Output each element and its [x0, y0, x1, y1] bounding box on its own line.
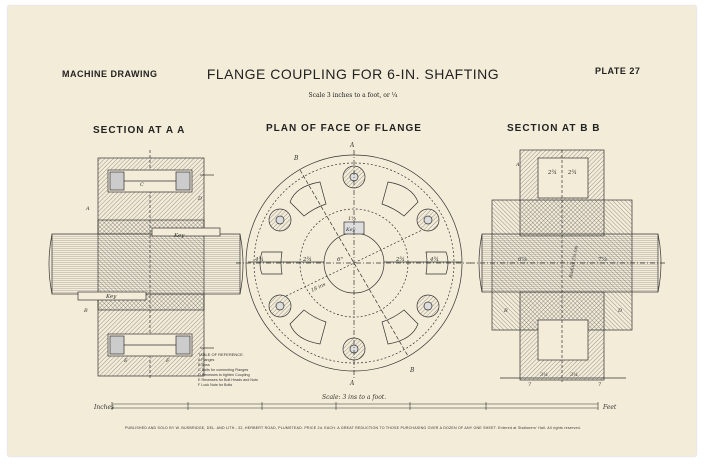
bb-letter-a: A — [515, 162, 520, 168]
bb-dim-top-left: 2¾ — [547, 169, 557, 176]
face-letter-a-bottom: A — [349, 380, 355, 387]
face-dim-left2: 2¾ — [302, 256, 312, 263]
publisher-footer: PUBLISHED AND SOLD BY W. BUSBRIDGE, DEL.… — [124, 426, 582, 430]
bb-letter-b: B — [503, 308, 508, 314]
face-key-label: Key — [345, 227, 356, 233]
bb-dim-bottom-right: 3¼ — [570, 371, 578, 378]
bb-dim-base-right: 7 — [598, 382, 602, 388]
face-plan-title: PLAN OF FACE OF FLANGE — [266, 123, 422, 134]
scale-bar — [111, 402, 599, 410]
bb-dim-mid-left: 6⅞ — [518, 257, 527, 263]
reference-title: TABLE OF REFERENCE. — [198, 352, 244, 357]
scale-feet-label: Feet — [602, 404, 617, 411]
reference-item: B Boss — [198, 363, 210, 367]
face-plan-drawing — [236, 150, 472, 378]
aa-letter-c: C — [140, 182, 144, 188]
reference-item: D Recesses to tighten Coupling — [198, 373, 250, 377]
face-bolt-holes — [268, 165, 440, 361]
reference-item: A Flanges — [198, 358, 215, 362]
bb-dim-bottom-left: 3¼ — [540, 371, 548, 378]
reference-table: TABLE OF REFERENCE. A Flanges B Boss C B… — [198, 352, 258, 388]
reference-item: F Lock Nuts for Bolts — [198, 383, 233, 387]
face-dim-right: 2¾ — [395, 256, 405, 263]
series-title: MACHINE DRAWING — [62, 69, 158, 79]
scale-inches-label: Inches — [93, 404, 114, 411]
face-dim-top: 1⅝ — [348, 216, 356, 222]
bb-dim-top-right: 2¾ — [567, 169, 577, 176]
bb-dim-mid-right: 7⅞ — [598, 257, 607, 263]
aa-key-bottom-label: Key — [105, 294, 117, 300]
aa-shaft — [51, 233, 241, 295]
bb-recess-bottom — [537, 319, 589, 361]
face-letter-a-top: A — [349, 142, 355, 149]
face-recesses — [259, 181, 449, 345]
aa-letter-a: A — [85, 206, 90, 212]
reference-item: C Bolts for connecting Flanges — [198, 368, 249, 372]
aa-key-top — [151, 227, 221, 237]
face-dim-right2: 4¾ — [429, 256, 439, 263]
bb-letter-d: D — [617, 308, 622, 314]
aa-key-bottom — [77, 291, 147, 301]
scale-note: Scale 3 inches to a foot, or ¼ — [308, 92, 398, 99]
bb-dim-base-left: 7 — [528, 382, 532, 388]
aa-letter-d: D — [197, 196, 202, 202]
reference-item: E Recesses for Bolt Heads and Nuts — [198, 378, 258, 382]
bb-radius-label: Radius 2⅝ ins — [568, 245, 580, 280]
aa-letter-b: B — [83, 308, 88, 314]
face-letter-b-bottom: B — [409, 367, 415, 374]
aa-letter-f: F — [165, 358, 170, 364]
drawing-title: FLANGE COUPLING FOR 6-IN. SHAFTING — [206, 66, 500, 82]
aa-key-top-label: Key — [173, 233, 185, 239]
face-letter-b-top: B — [293, 155, 299, 162]
section-bb-title: SECTION AT B B — [507, 123, 601, 134]
scale-caption: Scale: 3 ins to a foot. — [322, 394, 386, 401]
section-aa-title: SECTION AT A A — [93, 125, 186, 136]
face-dim-left: 4¾ — [254, 256, 264, 263]
section-bb-drawing — [470, 149, 665, 382]
plate-number: PLATE 27 — [595, 66, 641, 76]
section-aa-drawing — [48, 150, 244, 380]
face-dim-center: 6" — [337, 257, 343, 263]
bb-recess-top — [537, 157, 589, 199]
aa-letter-e: E — [123, 358, 128, 364]
